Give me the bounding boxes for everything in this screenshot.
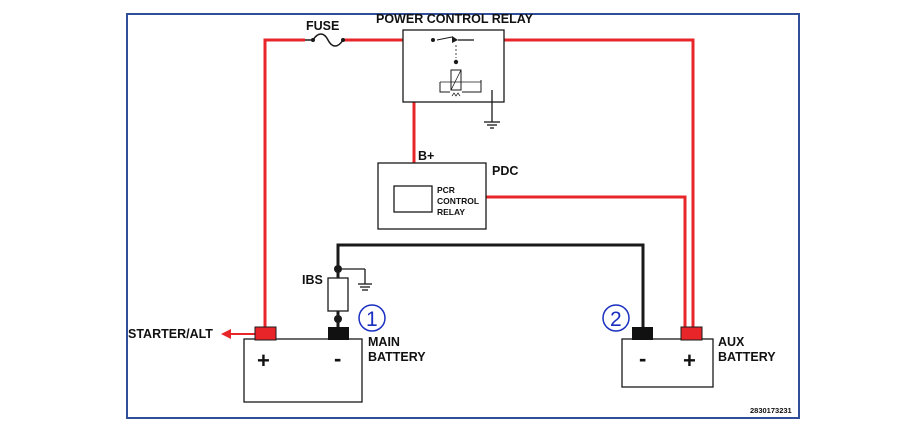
- main-battery-label-line1: MAIN: [368, 335, 400, 349]
- starter-alt-arrow: [221, 329, 257, 339]
- power-control-relay: [402, 29, 505, 129]
- aux-battery-label-line1: AUX: [718, 335, 745, 349]
- pdc-label: PDC: [492, 164, 518, 178]
- main-plus-sign: +: [257, 348, 270, 373]
- fuse: [305, 33, 345, 47]
- aux-positive-terminal: [680, 326, 703, 341]
- main-battery: [243, 326, 363, 403]
- power-control-relay-label: POWER CONTROL RELAY: [376, 12, 534, 26]
- aux-minus-sign: -: [639, 346, 646, 371]
- wire-relay-to-aux-positive: [504, 38, 695, 329]
- b-plus-label: B+: [418, 149, 434, 163]
- diagram-frame: [126, 13, 800, 419]
- callout-2: [602, 304, 630, 332]
- callout-1-number: 1: [366, 308, 378, 331]
- ibs-sensor: [327, 265, 349, 323]
- pcr-label-line2: CONTROL: [437, 196, 479, 206]
- callout-1: [358, 304, 386, 332]
- fuse-label: FUSE: [306, 19, 339, 33]
- positive-wires: [263, 38, 695, 329]
- starter-alt-label: STARTER/ALT: [128, 327, 213, 341]
- main-positive-terminal: [254, 326, 277, 341]
- aux-plus-sign: +: [683, 348, 696, 373]
- main-minus-sign: -: [334, 346, 341, 371]
- aux-negative-terminal: [632, 327, 653, 340]
- callout-2-number: 2: [610, 308, 622, 331]
- aux-battery: [621, 326, 714, 388]
- ibs-label: IBS: [302, 273, 323, 287]
- ibs-ground-symbol: [338, 268, 372, 291]
- wire-ibs-to-aux-negative: [336, 243, 645, 329]
- pdc-module: [377, 162, 487, 230]
- pcr-label-line1: PCR: [437, 185, 455, 195]
- wire-main-positive-to-fuse: [263, 38, 305, 329]
- main-negative-terminal: [328, 327, 349, 340]
- aux-battery-label-line2: BATTERY: [718, 350, 776, 364]
- pcr-label-line3: RELAY: [437, 207, 465, 217]
- figure-id: 2830173231: [750, 406, 792, 415]
- main-battery-label-line2: BATTERY: [368, 350, 426, 364]
- wire-pdc-to-aux-positive: [486, 195, 687, 329]
